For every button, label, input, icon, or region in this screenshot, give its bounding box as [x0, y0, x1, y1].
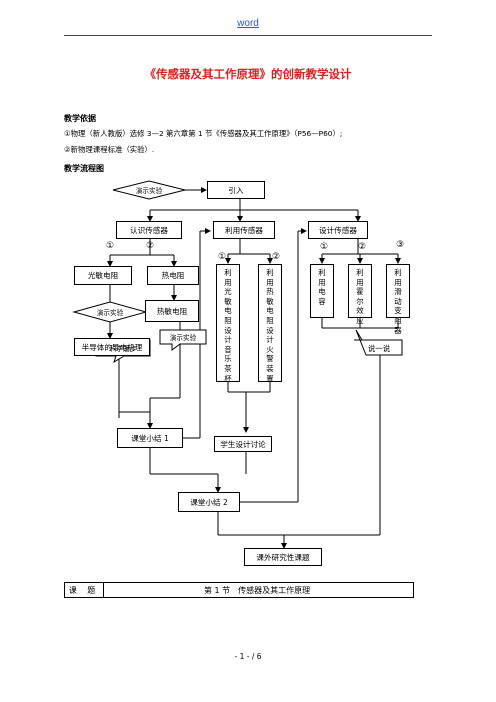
use-photoresistor-box: 利用光敏电阻设计音乐茶杯	[216, 264, 240, 383]
mark-use-2: ②	[272, 252, 281, 262]
subject-value: 第 1 节 传感器及其工作原理	[204, 585, 311, 595]
use-sensor-box: 利用传感器	[213, 221, 275, 239]
summary-2-box: 课堂小结 2	[178, 492, 240, 512]
basis-line-2: ②新物理课程标准（实验）.	[64, 145, 155, 154]
document-title: 《传感器及其工作原理》的创新教学设计	[144, 67, 352, 81]
thermistor-box: 热电阻	[147, 266, 199, 285]
flow-heading: 教学流程图	[64, 164, 104, 173]
recognize-sensor-box: 认识传感器	[116, 221, 182, 239]
header-rule	[64, 35, 432, 36]
design-rheostat-text: 利用滑动变阻器	[394, 268, 402, 335]
use-thermistor-box: 利用热敏电阻设计火警装置	[258, 264, 282, 383]
mark-design-3: ③	[396, 240, 405, 250]
use-thermistor-text: 利用热敏电阻设计火警装置	[266, 268, 274, 383]
semiconductor-box: 半导体的导电机理	[74, 338, 150, 356]
mark-recognize-1: ①	[106, 241, 115, 251]
header-link[interactable]: word	[237, 18, 259, 29]
intro-box: 引入	[207, 181, 265, 199]
photoresistor-box: 光敏电阻	[74, 266, 132, 285]
talk-callout: 说一说	[367, 343, 391, 353]
design-rheostat-box: 利用滑动变阻器	[386, 264, 410, 335]
basis-line-1: ①物理（新人教版）选修 3—2 第六章第 1 节《传感器及其工作原理》（P56—…	[64, 129, 343, 138]
subject-label: 课 题	[65, 583, 104, 597]
demo-experiment-1: 演示实验	[135, 187, 163, 195]
student-discussion-box: 学生设计讨论	[214, 436, 272, 452]
design-hall-box: 利用霍尔效应	[348, 264, 372, 325]
design-hall-text: 利用霍尔效应	[356, 268, 364, 325]
thermistor-sensitive-box: 热敏电阻	[145, 300, 199, 322]
science-walk-callout: 科学漫步	[109, 345, 137, 353]
design-sensor-box: 设计传感器	[308, 221, 368, 239]
use-photoresistor-text: 利用光敏电阻设计音乐茶杯	[224, 268, 232, 383]
research-topic-box: 课外研究性课题	[244, 548, 322, 566]
basis-heading: 教学依据	[64, 114, 96, 123]
mark-use-1: ①	[218, 252, 227, 262]
page-number: - 1 - / 6	[234, 652, 262, 661]
mark-recognize-2: ②	[146, 241, 155, 251]
design-capacitor-box: 利用电容	[310, 264, 334, 318]
subject-table: 课 题 第 1 节 传感器及其工作原理	[64, 582, 414, 598]
mark-design-2: ②	[358, 242, 367, 252]
demo-experiment-3: 演示实验	[169, 334, 197, 342]
mark-design-1: ①	[320, 242, 329, 252]
demo-experiment-2: 演示实验	[96, 309, 124, 317]
summary-1-box: 课堂小结 1	[117, 428, 183, 448]
design-capacitor-text: 利用电容	[318, 268, 326, 306]
